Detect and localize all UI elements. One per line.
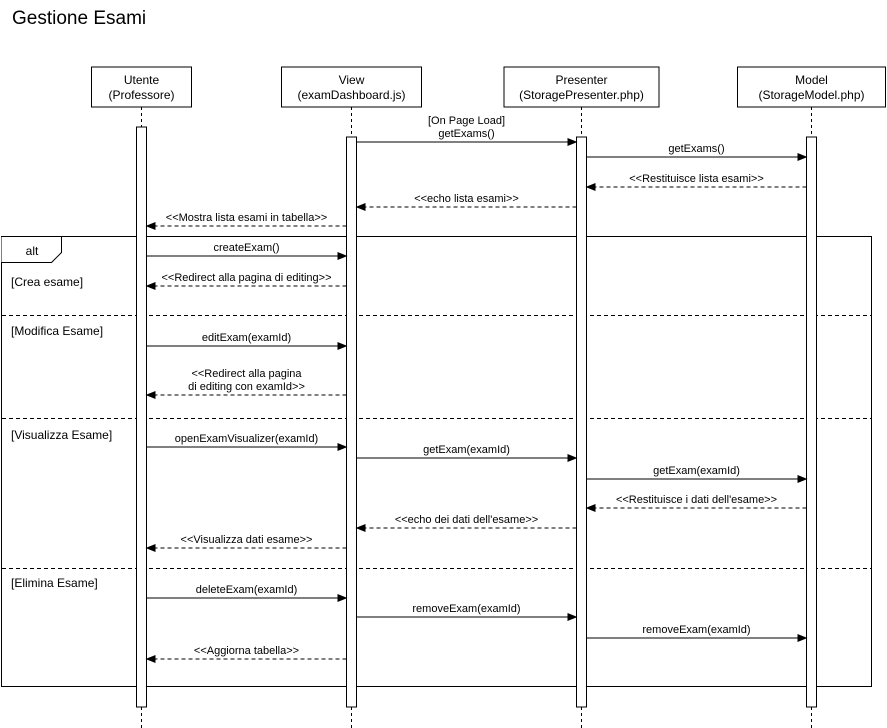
- guard-modifica-esame: [Modifica Esame]: [11, 324, 103, 338]
- participant-presenter: Presenter(StoragePresenter.php): [503, 66, 660, 108]
- alt-fragment-tab: [1, 236, 62, 263]
- message-label-redirect-editing-id-0: <<Redirect alla pagina: [191, 368, 302, 380]
- messages: [On Page Load]getExams()getExams()<<Rest…: [145, 115, 808, 663]
- participant-box-presenter: [503, 66, 660, 108]
- message-label-remove-exam-presenter: removeExam(examId): [412, 603, 520, 615]
- message-label-redirect-editing: <<Redirect alla pagina di editing>>: [161, 272, 331, 284]
- guard-crea-esame: [Crea esame]: [11, 275, 83, 289]
- message-label-visualizza-dati: <<Visualizza dati esame>>: [181, 534, 313, 546]
- message-label-restituisce-dati: <<Restituisce i dati dell'esame>>: [616, 494, 777, 506]
- message-mostra-lista: <<Mostra lista esami in tabella>>: [145, 212, 347, 230]
- alt-fragment-label: alt: [26, 244, 39, 258]
- message-edit-exam: editExam(examId): [146, 332, 348, 350]
- message-redirect-editing: <<Redirect alla pagina di editing>>: [145, 272, 347, 290]
- message-label-get-exam-presenter: getExam(examId): [423, 444, 510, 456]
- participant-view: View(examDashboard.js): [281, 66, 422, 108]
- participant-role-presenter: (StoragePresenter.php): [519, 88, 644, 102]
- activation-bar-view: [346, 136, 357, 708]
- message-get-exam-model: getExam(examId): [586, 465, 808, 483]
- participant-name-model: Model: [795, 73, 828, 87]
- message-get-exams: getExams(): [586, 143, 808, 161]
- guard-elimina-esame: [Elimina Esame]: [11, 576, 98, 590]
- message-open-visualizer: openExamVisualizer(examId): [146, 433, 348, 451]
- message-label-open-visualizer: openExamVisualizer(examId): [175, 433, 318, 445]
- participant-name-view: View: [339, 73, 365, 87]
- message-label-restituisce-lista: <<Restituisce lista esami>>: [629, 173, 764, 185]
- message-restituisce-dati: <<Restituisce i dati dell'esame>>: [585, 494, 807, 512]
- participant-name-presenter: Presenter: [555, 73, 607, 87]
- message-label-redirect-editing-id-1: di editing con examId>>: [188, 381, 305, 393]
- message-aggiorna-tabella: <<Aggiorna tabella>>: [145, 645, 347, 663]
- message-label-aggiorna-tabella: <<Aggiorna tabella>>: [194, 645, 299, 657]
- message-visualizza-dati: <<Visualizza dati esame>>: [145, 534, 347, 552]
- alt-fragment-frame: [1, 236, 872, 687]
- participant-box-view: [281, 66, 422, 108]
- participant-role-view: (examDashboard.js): [297, 88, 405, 102]
- diagram-title: Gestione Esami: [12, 8, 147, 29]
- message-remove-exam-presenter: removeExam(examId): [356, 603, 578, 621]
- message-remove-exam-model: removeExam(examId): [586, 624, 808, 642]
- participant-model: Model(StorageModel.php): [737, 66, 886, 108]
- message-label-create-exam: createExam(): [213, 242, 279, 254]
- activation-bar-utente: [136, 126, 147, 708]
- participant-headers: Utente(Professore) View(examDashboard.js)…: [91, 66, 886, 108]
- participant-role-utente: (Professore): [108, 88, 174, 102]
- message-echo-lista: <<echo lista esami>>: [355, 193, 577, 211]
- activation-bar-model: [806, 136, 817, 708]
- message-on-page-load: [On Page Load]getExams(): [356, 115, 578, 146]
- participant-name-utente: Utente: [124, 73, 160, 87]
- participant-role-model: (StorageModel.php): [758, 88, 864, 102]
- message-delete-exam: deleteExam(examId): [146, 584, 348, 602]
- message-label-remove-exam-model: removeExam(examId): [642, 624, 750, 636]
- participant-box-utente: [91, 66, 192, 108]
- message-echo-dati: <<echo dei dati dell'esame>>: [355, 514, 577, 532]
- message-label-echo-dati: <<echo dei dati dell'esame>>: [395, 514, 538, 526]
- activation-bar-presenter: [576, 136, 587, 708]
- participant-utente: Utente(Professore): [91, 66, 192, 108]
- guard-visualizza-esame: [Visualizza Esame]: [11, 428, 112, 442]
- message-label-mostra-lista: <<Mostra lista esami in tabella>>: [166, 212, 327, 224]
- message-create-exam: createExam(): [146, 242, 348, 260]
- message-get-exam-presenter: getExam(examId): [356, 444, 578, 462]
- message-label-echo-lista: <<echo lista esami>>: [414, 193, 519, 205]
- message-label-delete-exam: deleteExam(examId): [196, 584, 298, 596]
- activation-bars: [136, 126, 817, 708]
- message-restituisce-lista: <<Restituisce lista esami>>: [585, 173, 807, 191]
- participant-box-model: [737, 66, 886, 108]
- message-label-get-exams: getExams(): [668, 143, 724, 155]
- message-label-get-exam-model: getExam(examId): [653, 465, 740, 477]
- message-label-edit-exam: editExam(examId): [202, 332, 291, 344]
- message-label-on-page-load-0: [On Page Load]: [428, 115, 505, 127]
- message-label-on-page-load-1: getExams(): [438, 128, 494, 140]
- alt-fragment: alt [Crea esame] [Modifica Esame] [Visua…: [1, 236, 872, 687]
